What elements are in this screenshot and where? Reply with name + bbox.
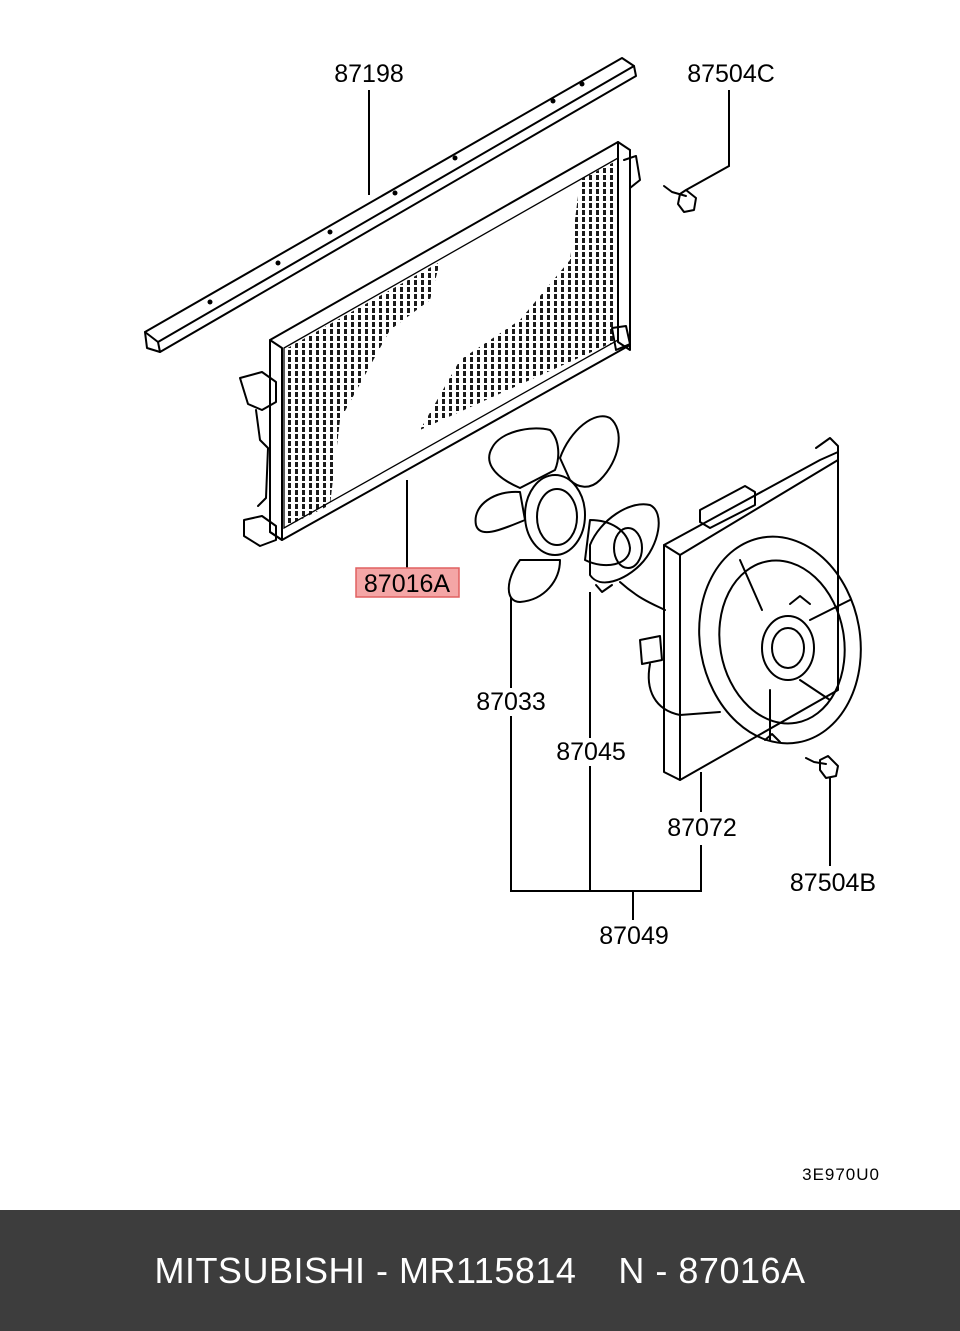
condenser-part bbox=[239, 141, 641, 547]
label-87198: 87198 bbox=[334, 60, 404, 88]
shroud-part bbox=[663, 437, 862, 781]
fan-blade-part bbox=[474, 415, 631, 603]
leader-lines bbox=[368, 90, 831, 920]
label-87504b: 87504B bbox=[790, 869, 876, 897]
diagram-code: 3E970U0 bbox=[802, 1165, 880, 1184]
label-87049: 87049 bbox=[599, 922, 669, 950]
highlight-box bbox=[355, 567, 460, 598]
parts-diagram: 87198 87504C 87016A 87033 87045 87072 87… bbox=[144, 57, 880, 1184]
label-87504c: 87504C bbox=[687, 60, 775, 88]
label-87045: 87045 bbox=[556, 738, 626, 766]
label-87033: 87033 bbox=[476, 688, 546, 716]
top-rail-part bbox=[144, 57, 637, 353]
footer-text: MITSUBISHI - MR115814 N - 87016A bbox=[154, 1249, 806, 1291]
bolt-bottom-part bbox=[805, 755, 839, 779]
bolt-top-part bbox=[663, 185, 697, 213]
label-87072: 87072 bbox=[667, 814, 737, 842]
label-87016a[interactable]: 87016A bbox=[364, 570, 451, 598]
footer-bar: MITSUBISHI - MR115814 N - 87016A bbox=[0, 1210, 960, 1331]
